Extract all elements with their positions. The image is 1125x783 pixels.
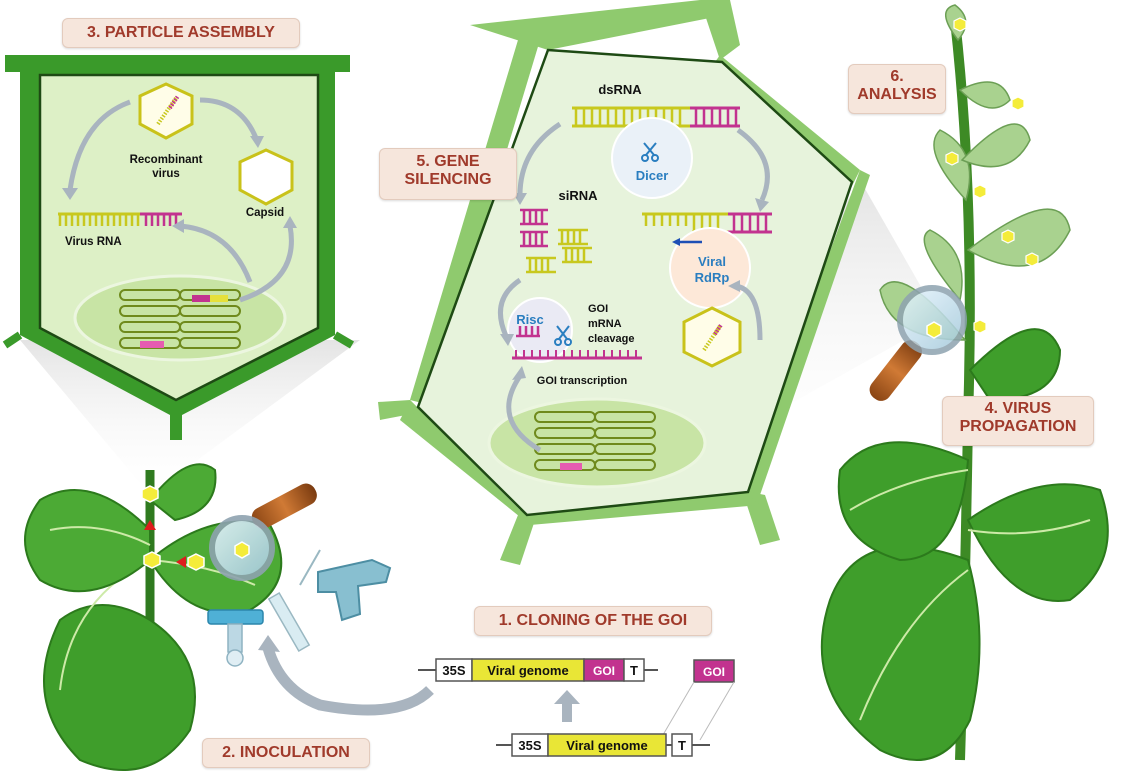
goi-insert-label: GOI bbox=[703, 665, 725, 679]
construct-bottom bbox=[496, 733, 710, 757]
construct-t-label: T bbox=[630, 663, 638, 678]
scissors-icon bbox=[641, 142, 659, 162]
step-5-line1: 5. GENE bbox=[416, 153, 480, 170]
viral-rdrp-label-1: Viral bbox=[698, 254, 726, 269]
cleavage-label-1: GOI bbox=[588, 303, 608, 315]
transcription-label: GOI transcription bbox=[537, 375, 628, 387]
construct-top bbox=[418, 658, 658, 682]
risc-scissors-icon bbox=[554, 325, 572, 346]
step-1-label: 1. CLONING OF THE GOI bbox=[474, 606, 712, 636]
step-4-line1: 4. VIRUS bbox=[984, 400, 1052, 417]
risc-label: Risc bbox=[516, 312, 543, 327]
magnifier-left-icon bbox=[209, 483, 317, 581]
arrow-to-inoculation bbox=[262, 646, 434, 716]
construct2-genome-label: Viral genome bbox=[566, 738, 647, 753]
construct-genome-label: Viral genome bbox=[487, 663, 568, 678]
sirna-fragments bbox=[520, 208, 592, 274]
step-6-line1: 6. bbox=[890, 68, 904, 85]
construct2-35s-label: 35S bbox=[518, 738, 541, 753]
construct-goi-label: GOI bbox=[593, 664, 615, 678]
construct-goi-insert bbox=[659, 659, 735, 741]
step-3-text: 3. PARTICLE ASSEMBLY bbox=[87, 24, 275, 41]
recombinant-label-2: virus bbox=[152, 168, 180, 180]
virus-rna-label: Virus RNA bbox=[65, 236, 122, 248]
step-5-line2: SILENCING bbox=[404, 171, 492, 188]
step-2-text: 2. INOCULATION bbox=[222, 744, 350, 761]
silencing-cell bbox=[378, 0, 870, 565]
step-1-text: 1. CLONING OF THE GOI bbox=[498, 612, 688, 629]
step-6-label: 6.ANALYSIS bbox=[848, 64, 946, 114]
step-3-label: 3. PARTICLE ASSEMBLY bbox=[62, 18, 300, 48]
cleavage-label-3: cleavage bbox=[588, 333, 634, 345]
up-arrow bbox=[554, 690, 580, 722]
capsid-label: Capsid bbox=[246, 207, 284, 219]
right-plant bbox=[820, 4, 1109, 761]
construct2-t-label: T bbox=[678, 738, 686, 753]
dicer-label: Dicer bbox=[636, 168, 669, 183]
recombinant-label-1: Recombinant bbox=[130, 154, 203, 166]
virus-rna-strand bbox=[58, 212, 182, 226]
sirna-label: siRNA bbox=[558, 188, 598, 203]
cleavage-label-2: mRNA bbox=[588, 318, 622, 330]
assembly-cell bbox=[2, 55, 355, 440]
magnifier-right-icon bbox=[869, 285, 967, 401]
rdrp-strand bbox=[642, 212, 772, 234]
construct-35s-label: 35S bbox=[442, 663, 465, 678]
dsrna-label: dsRNA bbox=[598, 82, 642, 97]
viral-rdrp-label-2: RdRp bbox=[695, 270, 730, 285]
inoculation-tools-icon bbox=[207, 549, 392, 667]
step-4-line2: PROPAGATION bbox=[959, 418, 1077, 435]
step-6-line2: ANALYSIS bbox=[857, 86, 937, 103]
step-2-label: 2. INOCULATION bbox=[202, 738, 370, 768]
